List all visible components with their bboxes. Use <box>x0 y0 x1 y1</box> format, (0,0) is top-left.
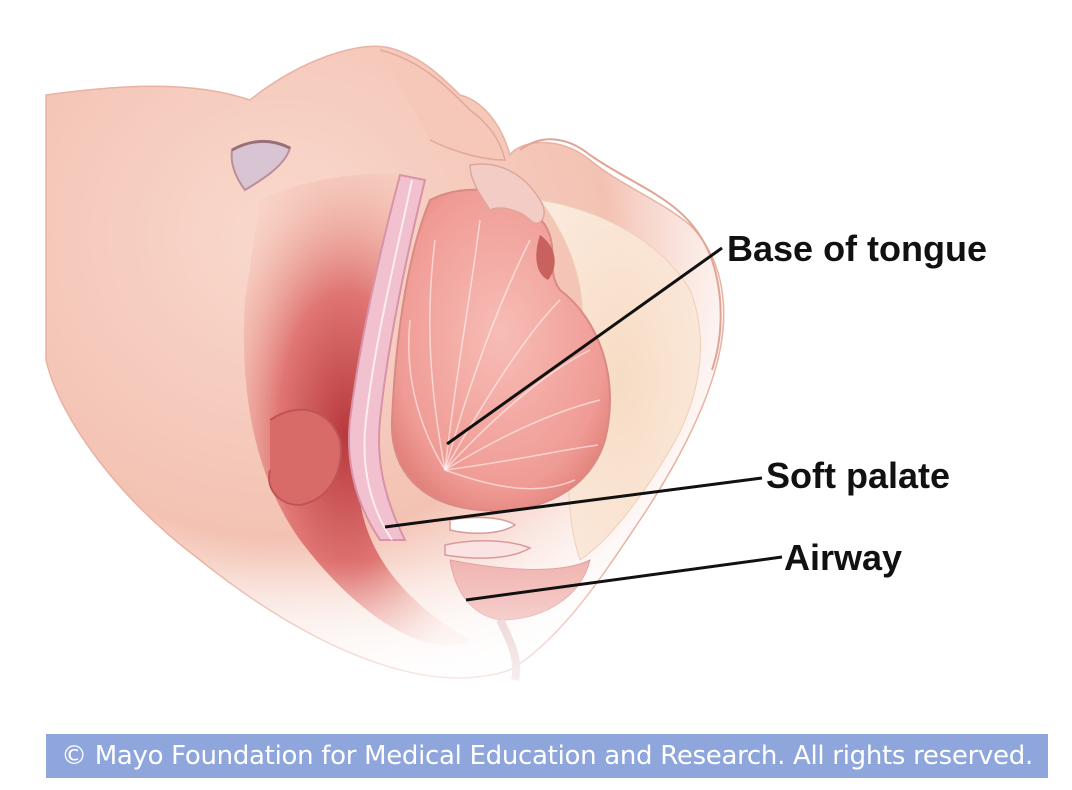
eyelid <box>231 140 291 152</box>
bottom-fade <box>0 560 1072 730</box>
leader-line-base-of-tongue <box>446 246 723 446</box>
label-airway: Airway <box>784 537 902 578</box>
leader-line-soft-palate <box>384 476 763 529</box>
nose <box>379 49 506 161</box>
leader-line-airway <box>465 555 783 602</box>
upper-lip-teeth <box>469 163 545 224</box>
tongue <box>390 188 611 512</box>
chin-outline <box>519 138 722 371</box>
label-soft-palate: Soft palate <box>766 455 950 496</box>
label-base-of-tongue: Base of tongue <box>727 228 987 269</box>
soft-palate <box>348 173 427 541</box>
pharyngeal-fold <box>268 408 342 507</box>
mouth-gap <box>536 235 555 280</box>
copyright-bar: © Mayo Foundation for Medical Education … <box>46 734 1048 778</box>
copyright-text: © Mayo Foundation for Medical Education … <box>61 741 1033 771</box>
